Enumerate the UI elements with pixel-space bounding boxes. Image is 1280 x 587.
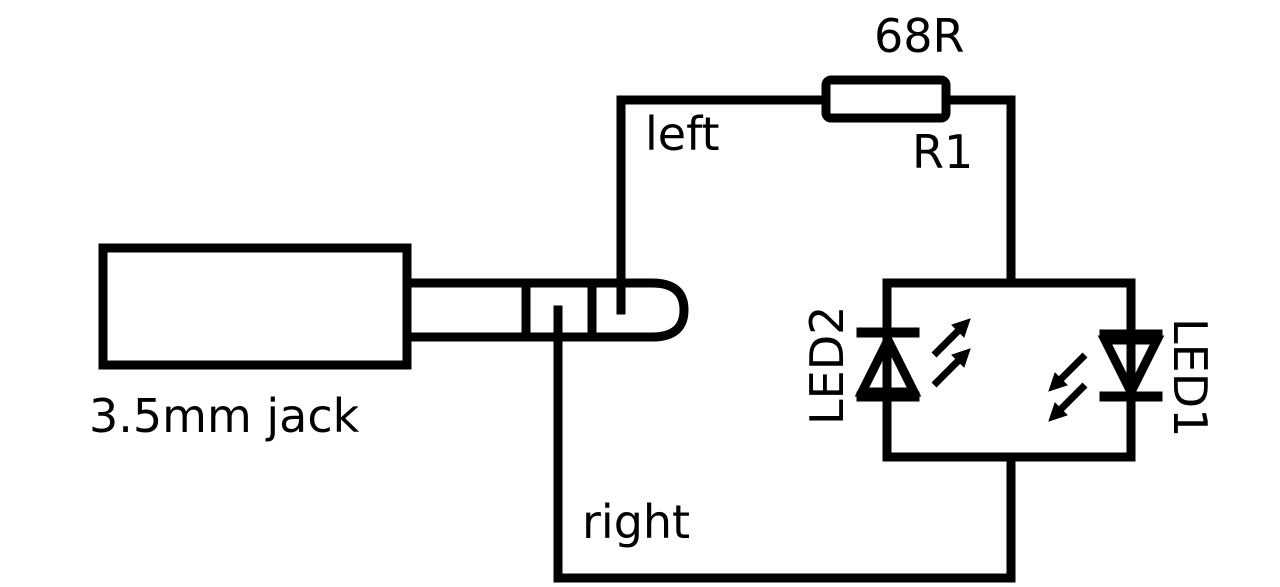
led1-symbol	[1048, 329, 1165, 422]
led2-label: LED2	[800, 306, 854, 425]
resistor-body	[821, 75, 951, 123]
led2-arrowhead-2	[951, 348, 971, 368]
right-net-label: right	[582, 495, 690, 549]
led1-emission-arrow-2	[1054, 382, 1088, 416]
led2-emission-arrow-1	[931, 324, 965, 358]
jack-body	[98, 243, 412, 370]
left-channel-wire	[616, 95, 831, 315]
resistor-value-label: 68R	[874, 9, 965, 63]
led2-emission-arrow-2	[931, 354, 965, 388]
audio-jack-symbol	[98, 243, 689, 370]
resistor-r1	[821, 75, 951, 123]
left-net-label: left	[645, 107, 720, 161]
right-channel-wire	[553, 305, 1016, 583]
led-parallel-frame	[882, 278, 1136, 462]
led1-arrowhead-2	[1048, 402, 1068, 422]
led2-symbol	[854, 318, 971, 402]
led1-anode-triangle	[1097, 335, 1165, 403]
led1-arrowhead-1	[1048, 372, 1068, 392]
resistor-ref-label: R1	[912, 125, 973, 179]
jack-tip	[647, 278, 689, 342]
jack-ring-separators	[521, 283, 597, 337]
led1-emission-arrow-1	[1054, 352, 1088, 386]
led1-label: LED1	[1163, 318, 1217, 437]
led2-arrowhead-1	[951, 318, 971, 338]
led1-cathode-bar	[1099, 391, 1163, 402]
jack-label: 3.5mm jack	[89, 389, 360, 443]
led2-base-bar	[856, 391, 920, 402]
resistor-to-led-wire	[941, 95, 1016, 288]
